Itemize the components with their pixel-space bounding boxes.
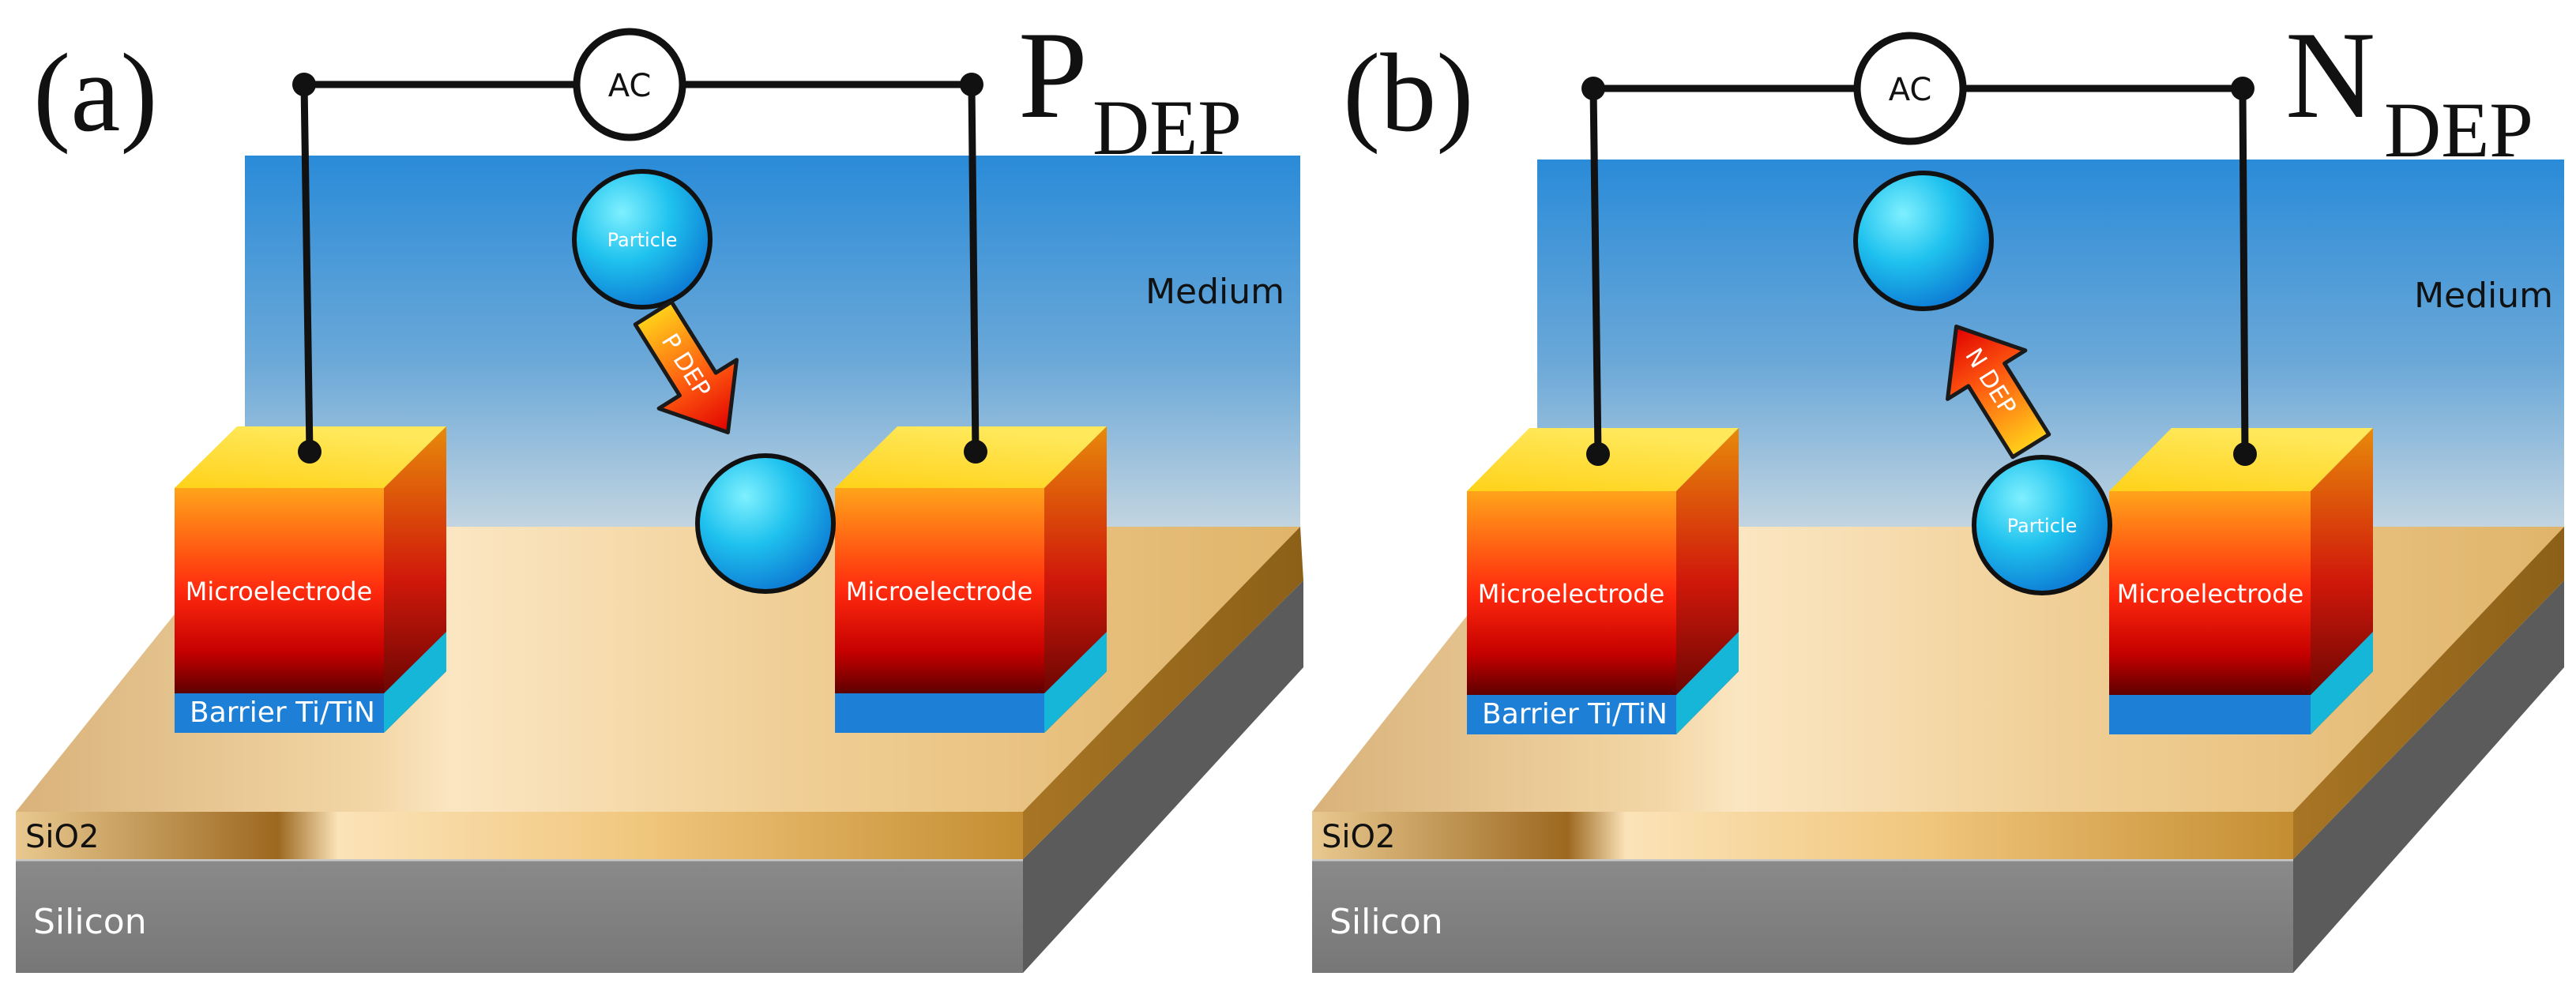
particle-top: [1853, 171, 1994, 311]
panel-a: AC Particle P DEP (a) P DEP Medium Micro…: [16, 6, 1303, 973]
panel-a-label: (a): [33, 30, 158, 155]
particle-bottom: [695, 453, 836, 594]
silicon-front: [16, 859, 1023, 973]
silicon-front: [1312, 859, 2293, 973]
ac-source: [1853, 32, 1967, 145]
medium-label: Medium: [1145, 272, 1284, 312]
pdep-mode-sub: DEP: [1092, 84, 1242, 171]
medium-label: Medium: [2414, 276, 2553, 316]
electrode-right-label: Microelectrode: [846, 576, 1033, 606]
wire-nodes: [292, 73, 987, 464]
silicon-side: [1023, 580, 1303, 973]
electrode-left-label: Microelectrode: [1478, 579, 1665, 609]
barrier-left: [175, 693, 384, 733]
circuit-wires: [300, 81, 980, 456]
ndep-mode-main: N: [2285, 6, 2375, 145]
particle-bottom-label: Particle: [2007, 515, 2078, 537]
barrier-right: [835, 693, 1044, 733]
circuit-wires: [1589, 84, 2249, 458]
panel-b-label: (b): [1343, 30, 1474, 155]
ac-source-label: AC: [1889, 72, 1932, 108]
silicon-side: [2293, 580, 2564, 973]
pdep-mode-main: P: [1018, 6, 1088, 145]
particle-bottom: [1972, 455, 2112, 595]
particle-top-label: Particle: [607, 229, 678, 251]
ac-source: [573, 28, 686, 141]
oxide-front: [1312, 812, 2293, 859]
substrate-label: Silicon: [1329, 902, 1443, 942]
barrier-right: [2109, 695, 2311, 734]
panel-b: AC Particle N DEP (b) N DEP Medium Micro…: [1312, 6, 2564, 973]
oxide-side: [2293, 527, 2564, 859]
ac-source-label: AC: [608, 68, 652, 104]
oxide-side: [1023, 527, 1303, 859]
electrode-left: [175, 426, 446, 733]
electrode-left: [1467, 428, 1739, 734]
electrode-left-label: Microelectrode: [186, 576, 373, 606]
substrate-label: Silicon: [33, 902, 147, 942]
oxide-label: SiO2: [25, 819, 99, 855]
electrode-right-label: Microelectrode: [2117, 579, 2304, 609]
wire-nodes: [1581, 77, 2257, 466]
barrier-label: Barrier Ti/TiN: [190, 696, 375, 729]
barrier-label: Barrier Ti/TiN: [1482, 698, 1668, 730]
oxide-front: [16, 812, 1023, 859]
barrier-left: [1467, 695, 1676, 734]
oxide-label: SiO2: [1322, 819, 1395, 855]
particle-top: [572, 169, 713, 310]
ndep-mode-sub: DEP: [2384, 86, 2533, 174]
